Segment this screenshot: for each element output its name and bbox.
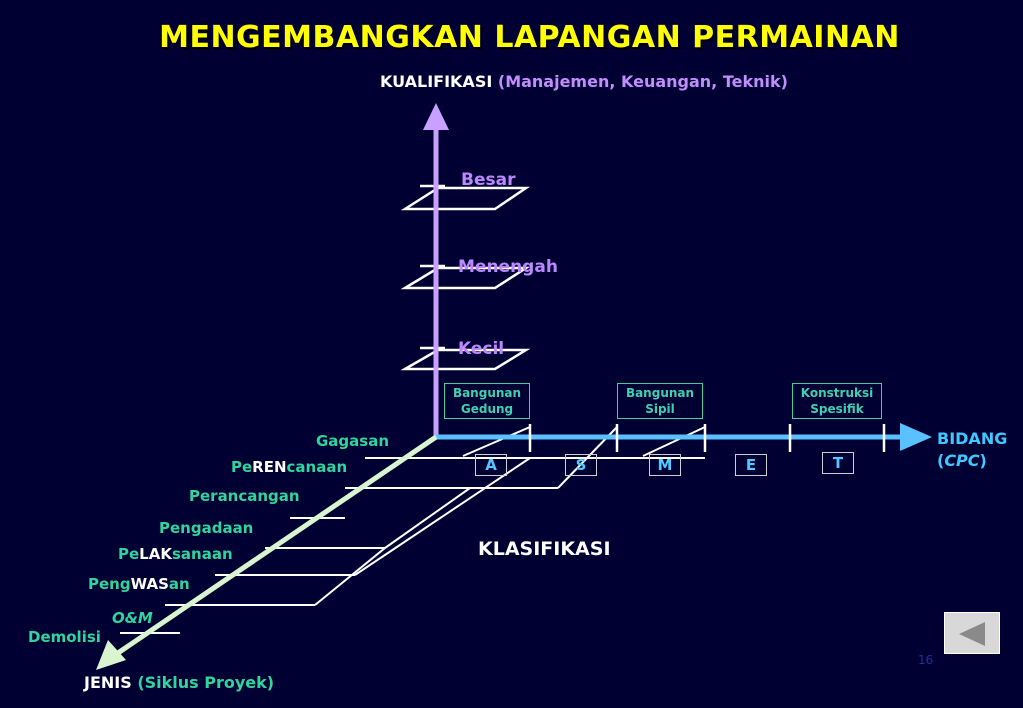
letter-m: M — [649, 454, 681, 476]
letter-s: S — [565, 454, 597, 476]
kualifikasi-title: KUALIFIKASI — [380, 72, 493, 91]
bidang-sublabel-wrap: (CPC) — [937, 450, 1007, 472]
stage-demolisi: Demolisi — [28, 628, 101, 646]
group-line1: Bangunan — [452, 386, 522, 400]
slide-title: MENGEMBANGKAN LAPANGAN PERMAINAN — [159, 20, 900, 55]
bidang-title: BIDANG — [937, 429, 1008, 448]
group-line1: Bangunan — [625, 386, 695, 400]
stage-gagasan: Gagasan — [316, 432, 390, 450]
group-bangunan-gedung: Bangunan Gedung — [444, 383, 530, 419]
level-besar: Besar — [461, 170, 516, 190]
stage-post: sanaan — [171, 545, 233, 563]
level-planes — [400, 184, 531, 371]
stage-pengadaan: Pengadaan — [159, 519, 254, 537]
level-kecil: Kecil — [458, 339, 505, 359]
stage-pre: Pe — [118, 545, 140, 563]
diagonal-axis — [113, 434, 438, 658]
plane-besar — [400, 186, 531, 211]
stage-pre: Peng — [88, 575, 131, 593]
stage-perencanaan: PeRENcanaan — [231, 458, 347, 476]
stage-pelaksanaan: PeLAKsanaan — [118, 545, 233, 563]
plane-menengah — [400, 266, 531, 290]
plane-kecil — [400, 348, 531, 371]
jenis-label: JENIS (Siklus Proyek) — [84, 673, 274, 692]
stage-pengawasan: PengWASan — [88, 575, 190, 593]
stage-perancangan: Perancangan — [189, 487, 300, 505]
bidang-paren-close: ) — [979, 451, 987, 470]
stage-pre: Pe — [231, 458, 253, 476]
kualifikasi-sublabel: (Manajemen, Keuangan, Teknik) — [497, 72, 788, 91]
stage-highlight: WAS — [130, 575, 169, 593]
kualifikasi-label: KUALIFIKASI (Manajemen, Keuangan, Teknik… — [380, 72, 788, 91]
jenis-title: JENIS — [84, 673, 132, 692]
group-line1: Konstruksi — [800, 386, 874, 400]
horizontal-axis-arrow — [900, 423, 932, 451]
bidang-sublabel: CPC — [944, 451, 980, 470]
page-number: 16 — [918, 653, 934, 667]
bidang-paren-open: ( — [937, 451, 945, 470]
horizontal-ticks — [528, 424, 886, 452]
stage-highlight: LAK — [139, 545, 172, 563]
jenis-sublabel: (Siklus Proyek) — [137, 673, 275, 692]
group-line2: Sipil — [645, 402, 675, 416]
letter-a: A — [475, 454, 507, 476]
group-line2: Spesifik — [810, 402, 864, 416]
back-triangle-icon — [959, 622, 985, 646]
letter-t: T — [822, 452, 854, 474]
stage-post: an — [168, 575, 190, 593]
stage-highlight: REN — [252, 458, 287, 476]
letter-e: E — [735, 454, 767, 476]
diagonal-axis-arrow — [96, 640, 126, 670]
group-konstruksi-spesifik: Konstruksi Spesifik — [792, 383, 882, 419]
stage-post: canaan — [286, 458, 348, 476]
group-line2: Gedung — [460, 402, 514, 416]
bidang-label: BIDANG (CPC) — [937, 428, 1007, 472]
klasifikasi-label: KLASIFIKASI — [478, 538, 611, 560]
vertical-axis-arrow — [423, 103, 449, 130]
back-button[interactable] — [944, 612, 1000, 654]
group-bangunan-sipil: Bangunan Sipil — [617, 383, 703, 419]
stage-om: O&M — [112, 609, 153, 627]
level-menengah: Menengah — [458, 257, 558, 277]
